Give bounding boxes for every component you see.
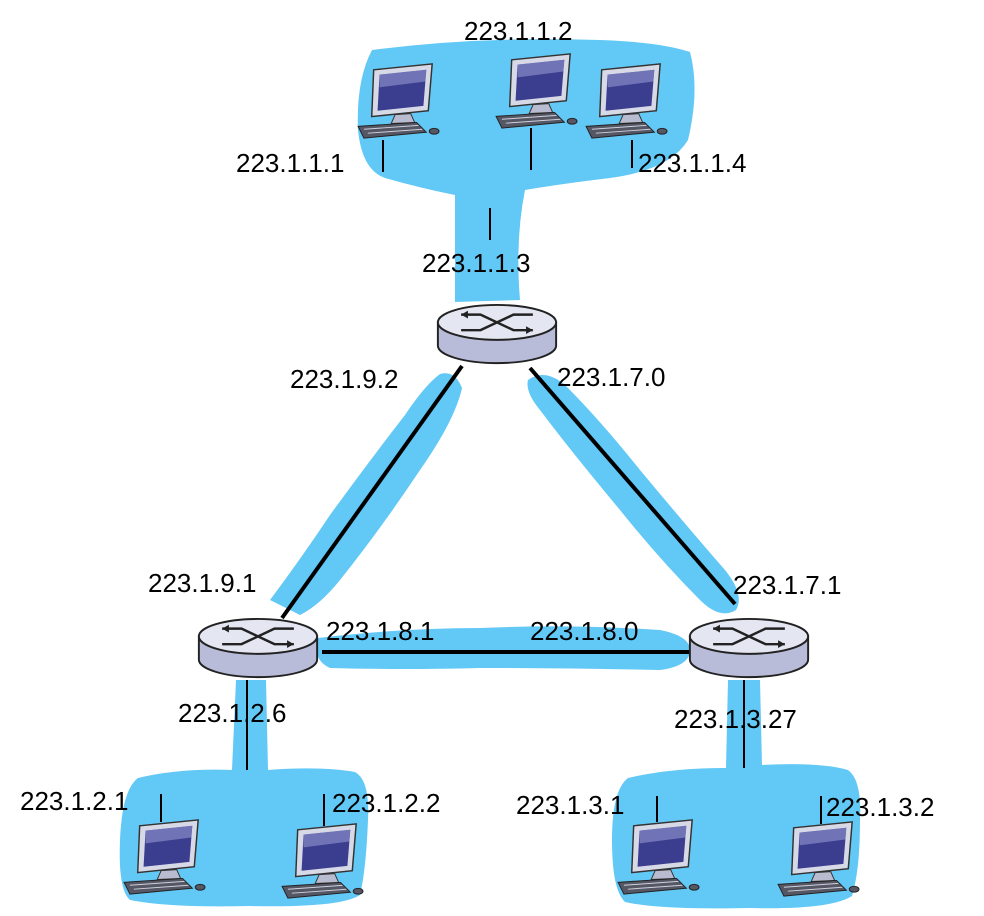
label-223-1-3-27: 223.1.3.27 <box>674 704 797 734</box>
label-223-1-1-1: 223.1.1.1 <box>236 148 344 178</box>
label-223-1-8-1: 223.1.8.1 <box>326 616 434 646</box>
router-icon <box>688 617 810 679</box>
label-223-1-2-6: 223.1.2.6 <box>178 698 286 728</box>
link-top-right <box>528 366 737 606</box>
label-223-1-3-2: 223.1.3.2 <box>826 792 934 822</box>
router-icon <box>197 617 319 679</box>
label-223-1-7-0: 223.1.7.0 <box>557 362 665 392</box>
label-223-1-2-2: 223.1.2.2 <box>332 788 440 818</box>
subnet-link-7-blob <box>527 375 739 614</box>
router-icon <box>436 303 558 365</box>
label-223-1-7-1: 223.1.7.1 <box>733 570 841 600</box>
label-223-1-1-4: 223.1.1.4 <box>638 148 746 178</box>
label-223-1-3-1: 223.1.3.1 <box>516 790 624 820</box>
label-223-1-1-3: 223.1.1.3 <box>422 248 530 278</box>
link-top-left <box>280 364 464 620</box>
stub-lines <box>160 128 822 826</box>
address-labels: 223.1.1.2 223.1.1.1 223.1.1.4 223.1.1.3 … <box>20 16 934 822</box>
label-223-1-2-1: 223.1.2.1 <box>20 786 128 816</box>
label-223-1-1-2: 223.1.1.2 <box>464 16 572 46</box>
routers <box>197 303 810 679</box>
label-223-1-9-2: 223.1.9.2 <box>290 364 398 394</box>
label-223-1-9-1: 223.1.9.1 <box>148 568 256 598</box>
router-links <box>280 364 737 654</box>
subnet-blobs <box>119 39 861 909</box>
subnet-link-8-blob <box>316 626 690 670</box>
label-223-1-8-0: 223.1.8.0 <box>530 616 638 646</box>
